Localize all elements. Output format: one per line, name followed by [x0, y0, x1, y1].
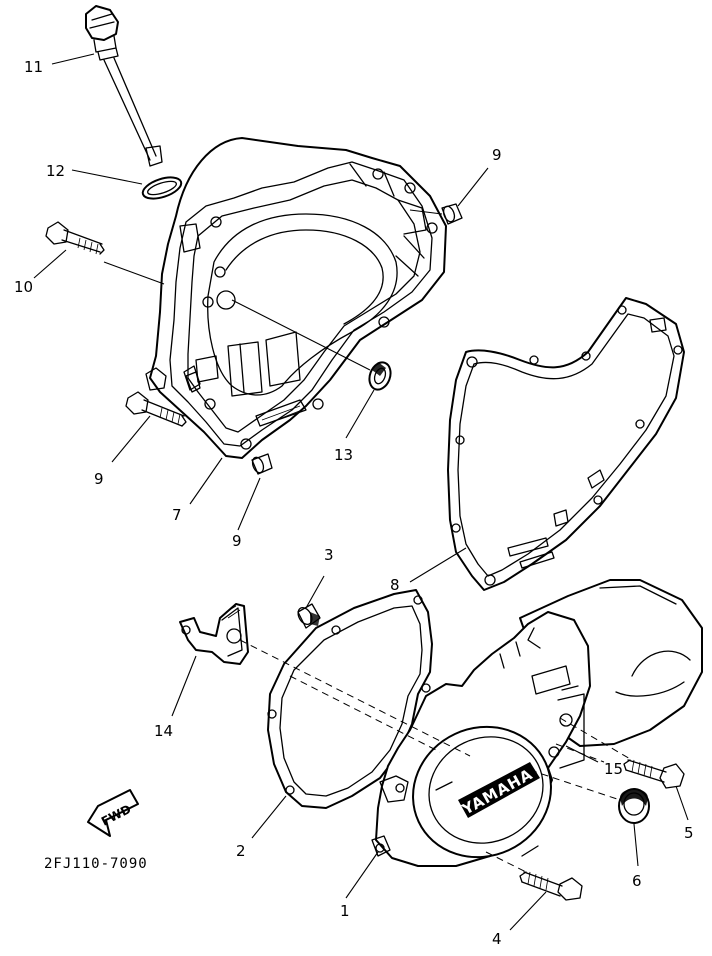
callout-12: 11	[24, 58, 43, 76]
callout-4: 4	[492, 930, 502, 948]
callout-14: 13	[334, 446, 353, 464]
callout-15: 14	[154, 722, 173, 740]
dowel-pin-lower-part	[251, 453, 273, 475]
dowel-pin-3-part	[297, 603, 321, 629]
oil-dipstick-part	[85, 5, 163, 167]
callout-9-upper: 9	[492, 146, 502, 164]
callout-2: 2	[236, 842, 246, 860]
callout-1: 1	[340, 902, 350, 920]
bolt-4-part	[519, 871, 583, 901]
callout-6: 6	[632, 872, 642, 890]
callout-3: 3	[324, 546, 334, 564]
dowel-pin-upper-part	[441, 203, 463, 225]
callout-16: 15	[604, 760, 623, 778]
bolt-11-part	[45, 221, 105, 255]
callout-10: 9	[94, 470, 104, 488]
crankcase-cover-part	[145, 137, 447, 459]
callout-labels: 11 12 10 9 9 7 9 9 13 8 3 14 15 5 2 6 1 …	[14, 58, 694, 948]
callout-5: 5	[684, 824, 694, 842]
callout-13: 12	[46, 162, 65, 180]
drawing-code: 2FJ110-7090	[44, 856, 148, 872]
callout-9-lower-visible: 9	[232, 532, 242, 550]
o-ring-part	[141, 176, 183, 200]
callout-7: 7	[172, 506, 182, 524]
gasket-8-part	[447, 297, 685, 591]
plug-6-part	[618, 788, 650, 824]
bracket-15-part	[179, 603, 249, 665]
callout-8: 8	[390, 576, 400, 594]
bolt-10-part	[125, 391, 187, 427]
oil-seal-part	[368, 361, 392, 391]
bolt-5-part	[623, 759, 685, 789]
crankcase-cover-1-part: YAMAHA	[371, 579, 703, 867]
callout-11: 10	[14, 278, 33, 296]
leader-lines	[33, 53, 689, 931]
forward-direction-arrow: FWD	[87, 789, 139, 837]
